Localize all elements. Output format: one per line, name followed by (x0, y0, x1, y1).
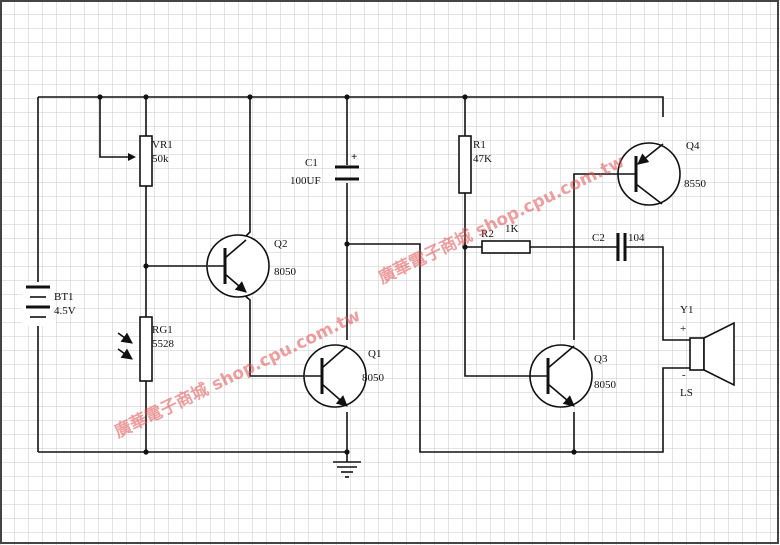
c1-ref-label: C1 (305, 157, 318, 169)
battery-bt1: BT1 4.5V (22, 282, 76, 326)
r1-ref-label: R1 (473, 139, 486, 151)
transistor-q3: Q3 8050 (529, 344, 617, 408)
q1-value-label: 8050 (362, 372, 385, 384)
photoresistor-rg1: RG1 5528 (117, 316, 175, 382)
junction-dots (97, 94, 577, 455)
bt1-value-label: 4.5V (54, 305, 76, 317)
wires (37, 96, 690, 462)
c1-value-label: 100UF (290, 175, 321, 187)
r2-value-label: 1K (505, 223, 519, 235)
vr1-value-label: 50k (152, 153, 169, 165)
q2-value-label: 8050 (274, 266, 297, 278)
q1-ref-label: Q1 (368, 348, 381, 360)
resistor-r1: R1 47K (458, 135, 492, 194)
capacitor-c1: + C1 100UF (290, 151, 359, 187)
resistor-r2: R2 1K (481, 223, 531, 254)
c1-polarity-label: + (351, 151, 357, 163)
rg1-value-label: 5528 (152, 338, 175, 350)
q4-value-label: 8550 (684, 178, 707, 190)
bt1-ref-label: BT1 (54, 291, 74, 303)
speaker-y1: Y1 + - LS (680, 304, 735, 399)
q3-ref-label: Q3 (594, 353, 608, 365)
transistor-q4: Q4 8550 (617, 140, 707, 206)
y1-ref-label: Y1 (680, 304, 693, 316)
ground-symbol (333, 461, 361, 478)
c2-value-label: 104 (628, 232, 645, 244)
capacitor-c2: C2 104 (592, 232, 645, 261)
q3-value-label: 8050 (594, 379, 617, 391)
r1-value-label: 47K (473, 153, 492, 165)
rg1-ref-label: RG1 (152, 324, 173, 336)
transistor-q2: Q2 8050 (206, 234, 297, 298)
vr1-ref-label: VR1 (152, 139, 173, 151)
transistor-q1: Q1 8050 (303, 344, 385, 408)
y1-value-label: LS (680, 387, 693, 399)
q4-ref-label: Q4 (686, 140, 700, 152)
y1-minus-label: - (682, 369, 686, 381)
c2-ref-label: C2 (592, 232, 605, 244)
potentiometer-vr1: VR1 50k (128, 135, 173, 187)
r2-ref-label: R2 (481, 228, 494, 240)
y1-plus-label: + (680, 323, 686, 335)
q2-ref-label: Q2 (274, 238, 287, 250)
